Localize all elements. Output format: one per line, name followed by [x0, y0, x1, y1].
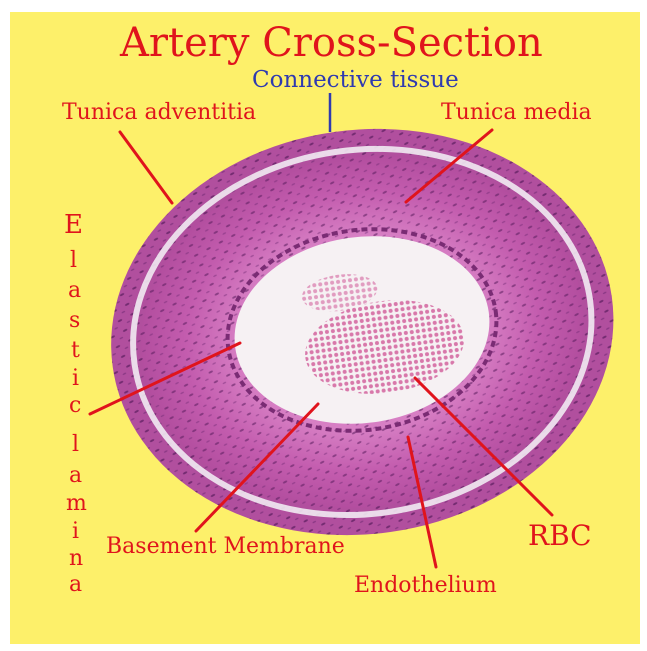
elastic-letter: a — [69, 463, 82, 488]
elastic-letter: a — [69, 572, 82, 597]
label-tunica-media: Tunica media — [441, 100, 592, 125]
elastic-letter: n — [69, 546, 83, 571]
elastic-letter: s — [69, 308, 80, 333]
label-rbc: RBC — [528, 519, 592, 552]
label-connective-tissue: Connective tissue — [252, 67, 459, 93]
elastic-letter: i — [72, 366, 79, 391]
elastic-letter: c — [69, 393, 81, 418]
elastic-letter: m — [66, 491, 87, 516]
diagram-title: Artery Cross-Section — [119, 20, 543, 66]
label-tunica-adventitia: Tunica adventitia — [62, 100, 256, 125]
elastic-letter: E — [64, 210, 83, 240]
elastic-letter: l — [72, 432, 79, 457]
label-basement-membrane: Basement Membrane — [106, 534, 345, 559]
elastic-letter: l — [70, 248, 77, 273]
elastic-letter: i — [72, 519, 79, 544]
elastic-letter: t — [71, 338, 80, 363]
elastic-letter: a — [68, 278, 81, 303]
label-endothelium: Endothelium — [354, 573, 497, 598]
